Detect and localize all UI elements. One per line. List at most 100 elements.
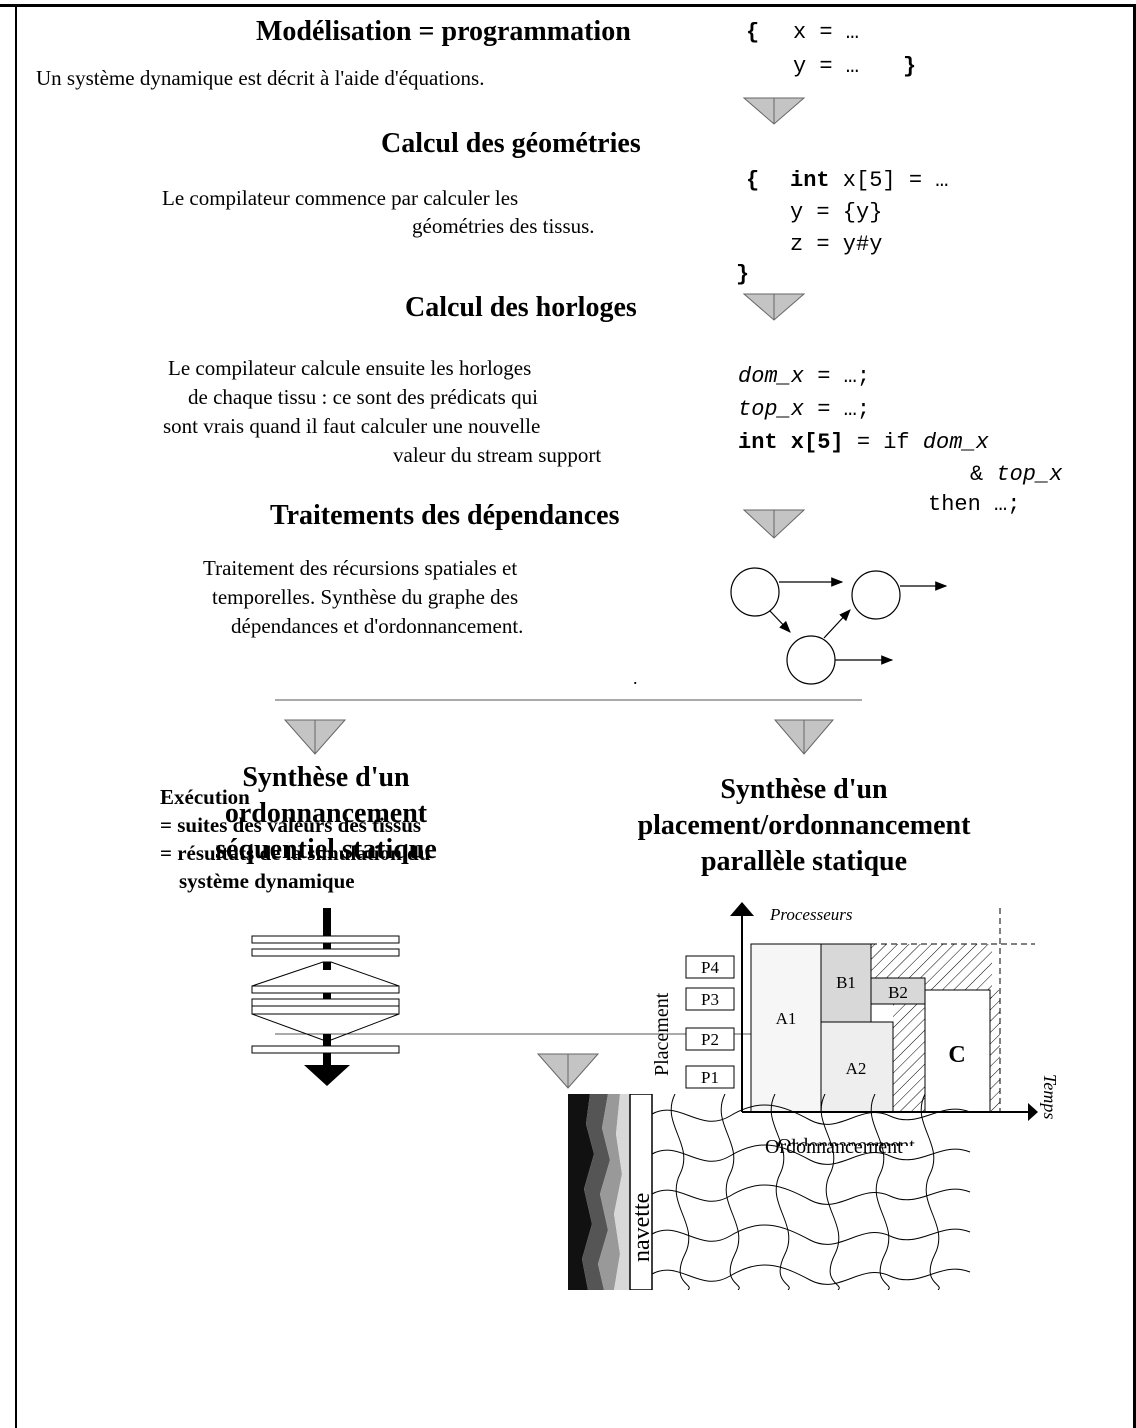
graph-edge-1-3: [769, 610, 791, 633]
horloges-text-line2: de chaque tissu : ce sont des prédicats …: [188, 385, 538, 409]
task-label-a2: A2: [846, 1059, 867, 1078]
sequential-title-line1: Synthèse d'un: [242, 762, 410, 793]
horloges-text-line4: valeur du stream support: [393, 443, 602, 467]
graph-node-1: [730, 567, 780, 617]
frame-right-border: [1133, 4, 1136, 1428]
code3-line3: int x[5] = if dom_x: [738, 430, 989, 455]
parallel-title: Synthèse d'un placement/ordonnancement p…: [594, 772, 1014, 880]
placement-chart: P4 P3 P2 P1 A1 B1 B2 A2 C Processeurs Pl…: [651, 902, 1060, 1146]
flow-arrow-bottom: [536, 1053, 600, 1089]
bottom-axis-label: Ordonnancement: [777, 1135, 915, 1146]
code3-line2: top_x = …;: [738, 397, 870, 422]
code1-line2: y = …: [793, 54, 860, 79]
flow-arrow-left: [283, 719, 347, 755]
geometries-text-line2: géométries des tissus.: [412, 214, 595, 238]
dependances-text-line1: Traitement des récursions spatiales et: [203, 556, 518, 580]
idle-area-top: [871, 944, 992, 960]
parallel-title-line2: placement/ordonnancement: [637, 810, 971, 841]
sequential-title: Synthèse d'un ordonnancement séquentiel …: [176, 760, 476, 868]
execution-line3: = résultats de la simulation du: [160, 841, 431, 865]
shuttle-label-box: [629, 1094, 653, 1290]
code3-line1-rest: = …;: [804, 364, 871, 389]
code2-close-brace: }: [736, 262, 750, 287]
code2-line1-rest: x[5] = …: [829, 168, 949, 193]
processor-label-p2: P2: [701, 1030, 719, 1049]
dependances-text-line2: temporelles. Synthèse du graphe des: [212, 585, 519, 609]
code3-top-x: top_x: [738, 397, 805, 422]
ordonnancement-label: Ordonnancement: [765, 1136, 903, 1158]
dot-mark: .: [633, 668, 638, 688]
execution-text: Exécution = suites des valeurs des tissu…: [160, 783, 430, 895]
y-axis-label: Processeurs: [769, 905, 853, 924]
x-axis-label: Temps: [1040, 1074, 1060, 1119]
execution-line2: = suites des valeurs des tissus: [160, 813, 422, 837]
sequential-title-line3: séquentiel statique: [215, 834, 437, 865]
shuttle-label: navette: [629, 1193, 655, 1262]
shuttle-band-dark: [582, 1094, 610, 1290]
dependances-text-line3: dépendances et d'ordonnancement.: [231, 614, 524, 638]
graph-edge-3-2: [823, 609, 851, 639]
execution-line4: système dynamique: [179, 869, 355, 893]
modelisation-title-text: Modélisation = programmation: [256, 16, 631, 47]
code2-line1: int x[5] = …: [790, 168, 948, 193]
geometries-title-text: Calcul des géométries: [381, 128, 641, 159]
parallel-title-line1: Synthèse d'un: [720, 774, 888, 805]
geometries-text-line1: Le compilateur commence par calculer les: [162, 186, 519, 210]
sequential-schedule-figure: [251, 908, 400, 1086]
modelisation-text: Un système dynamique est décrit à l'aide…: [36, 66, 485, 90]
horloges-text-line1: Le compilateur calcule ensuite les horlo…: [168, 356, 532, 380]
flow-arrow-2: [742, 293, 806, 321]
frame-top-border: [0, 4, 1136, 7]
code3-int-keyword: int: [738, 430, 778, 455]
loom-figure: navette: [568, 1094, 971, 1290]
geometries-title: Calcul des géométries: [381, 128, 662, 168]
code3-if: = if: [843, 430, 923, 455]
horloges-title-text: Calcul des horloges: [405, 292, 637, 323]
shuttle-band-mid: [598, 1094, 622, 1290]
x-axis-arrow: [1028, 1103, 1038, 1121]
idle-area-c: [990, 990, 1000, 1112]
task-c: [924, 989, 991, 1113]
horloges-text-line3: sont vrais quand il faut calculer une no…: [163, 414, 541, 438]
task-label-b1: B1: [836, 973, 856, 992]
woven-threads: [651, 1094, 971, 1290]
processor-label-p3: P3: [701, 990, 719, 1009]
frame-left-border: [15, 4, 17, 1428]
task-label-a1: A1: [776, 1009, 797, 1028]
graph-node-3: [786, 635, 836, 685]
processor-box-p3: [685, 987, 735, 1011]
code3-dom-x-2: dom_x: [922, 430, 989, 455]
parallel-title-line3: parallèle statique: [700, 846, 908, 877]
code3-amp: &: [970, 462, 997, 487]
dependency-graph: [730, 567, 948, 685]
code1-line1: x = …: [793, 20, 860, 45]
flow-arrow-1: [742, 97, 806, 125]
processor-label-p1: P1: [701, 1068, 719, 1087]
processor-box-p1: [685, 1065, 735, 1089]
y-axis-arrow: [730, 902, 754, 916]
task-a1: [750, 943, 822, 1113]
code3-x5: x[5]: [777, 430, 844, 455]
code2-int-keyword: int: [790, 168, 830, 193]
idle-area-a2: [893, 1004, 925, 1112]
sequential-title-line2: ordonnancement: [224, 798, 428, 829]
graph-node-2: [851, 570, 901, 620]
code3-line2-rest: = …;: [804, 397, 871, 422]
code3-line4: & top_x: [970, 462, 1062, 487]
code2-line2: y = {y}: [790, 200, 883, 225]
code3-top-x-2: top_x: [996, 462, 1063, 487]
placement-label: Placement: [651, 992, 673, 1076]
processor-box-p2: [685, 1027, 735, 1051]
task-b2: [870, 977, 926, 1005]
processor-box-p4: [685, 955, 735, 979]
shuttle-band-black: [568, 1094, 594, 1290]
modelisation-title: Modélisation = programmation: [256, 16, 662, 56]
dependances-title: Traitements des dépendances: [270, 500, 662, 540]
flow-arrow-right: [773, 719, 835, 755]
shuttle-band-light: [614, 1094, 630, 1290]
task-label-b2: B2: [888, 983, 908, 1002]
processor-label-p4: P4: [701, 958, 719, 977]
code3-dom-x: dom_x: [738, 364, 805, 389]
